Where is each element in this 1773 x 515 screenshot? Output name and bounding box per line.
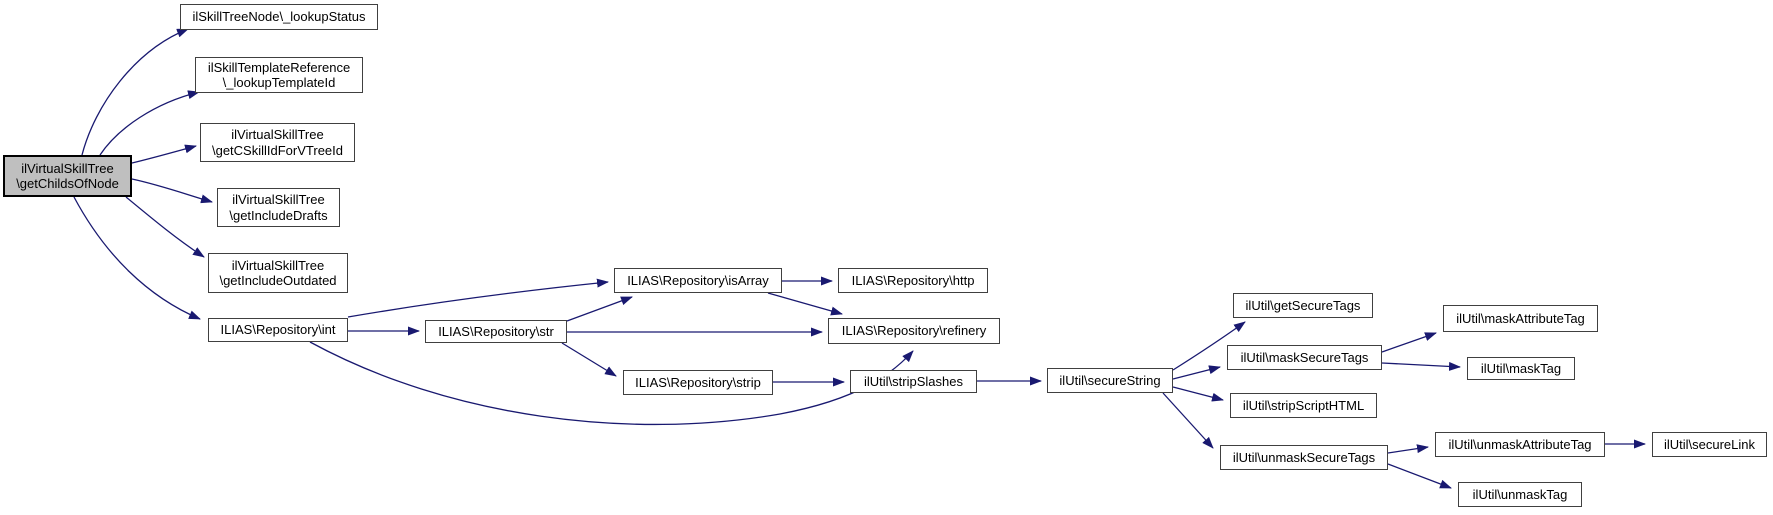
edge-getChildsOfNode-to-int (73, 196, 201, 320)
graph-node-getChildsOfNode[interactable]: ilVirtualSkillTree\getChildsOfNode (3, 155, 132, 197)
edge-unmaskSecureTags-to-unmaskTag (1387, 463, 1452, 489)
edge-str-to-strip (561, 342, 617, 377)
graph-node-label: ilUtil\secureString (1059, 372, 1161, 388)
graph-node-getIncludeOutdated[interactable]: ilVirtualSkillTree\getIncludeOutdated (208, 253, 348, 293)
graph-node-label: ilVirtualSkillTree (21, 160, 114, 176)
graph-node-label: ilUtil\unmaskAttributeTag (1448, 436, 1592, 452)
graph-node-label: ILIAS\Repository\strip (635, 374, 761, 390)
graph-node-maskTag[interactable]: ilUtil\maskTag (1467, 357, 1575, 380)
graph-node-maskSecureTags[interactable]: ilUtil\maskSecureTags (1227, 345, 1382, 370)
edge-isArray-to-refinery (767, 292, 843, 316)
graph-node-str[interactable]: ILIAS\Repository\str (425, 320, 567, 343)
edge-getChildsOfNode-to-getCSkillIdForVTreeId (131, 144, 197, 164)
graph-node-label: \_lookupTemplateId (222, 75, 336, 90)
graph-node-refinery[interactable]: ILIAS\Repository\refinery (828, 318, 1000, 344)
edge-unmaskSecureTags-to-unmaskAttributeTag (1387, 444, 1429, 454)
graph-node-int[interactable]: ILIAS\Repository\int (208, 318, 348, 342)
graph-node-label: ILIAS\Repository\isArray (627, 272, 769, 288)
graph-node-stripScriptHTML[interactable]: ilUtil\stripScriptHTML (1230, 393, 1377, 418)
edge-secureString-to-unmaskSecureTags (1162, 392, 1214, 449)
graph-node-unmaskSecureTags[interactable]: ilUtil\unmaskSecureTags (1220, 445, 1388, 470)
edge-maskSecureTags-to-maskAttributeTag (1381, 332, 1437, 353)
graph-node-label: ilUtil\unmaskTag (1472, 486, 1568, 502)
edge-int-to-isArray (347, 278, 609, 318)
graph-node-label: \getIncludeDrafts (229, 207, 328, 223)
edge-int-to-refinery (309, 341, 914, 426)
graph-node-label: ilUtil\maskSecureTags (1240, 349, 1369, 365)
edge-maskSecureTags-to-maskTag (1381, 361, 1461, 371)
graph-node-stripSlashes[interactable]: ilUtil\stripSlashes (850, 370, 977, 393)
graph-node-label: ilVirtualSkillTree (231, 127, 324, 142)
graph-node-getSecureTags[interactable]: ilUtil\getSecureTags (1233, 293, 1373, 318)
graph-node-label: ilUtil\maskTag (1480, 360, 1562, 376)
graph-node-lookupTemplateId[interactable]: ilSkillTemplateReference\_lookupTemplate… (195, 57, 363, 93)
graph-node-label: ilSkillTreeNode\_lookupStatus (192, 9, 366, 25)
graph-node-label: ilUtil\unmaskSecureTags (1232, 449, 1376, 465)
graph-node-label: \getChildsOfNode (16, 176, 119, 191)
graph-node-label: ilVirtualSkillTree (231, 257, 325, 273)
graph-node-getIncludeDrafts[interactable]: ilVirtualSkillTree\getIncludeDrafts (217, 188, 340, 227)
edge-secureString-to-maskSecureTags (1172, 365, 1221, 380)
graph-node-label: \getCSkillIdForVTreeId (211, 142, 343, 158)
graph-node-label: ilUtil\maskAttributeTag (1456, 310, 1585, 326)
graph-node-label: ILIAS\Repository\str (438, 323, 554, 339)
edge-getChildsOfNode-to-getIncludeOutdated (125, 196, 205, 258)
graph-node-label: ILIAS\Repository\refinery (841, 323, 987, 339)
graph-node-isArray[interactable]: ILIAS\Repository\isArray (614, 268, 782, 293)
edge-getChildsOfNode-to-lookupStatus (81, 28, 189, 156)
graph-node-label: ilUtil\getSecureTags (1245, 297, 1361, 313)
edge-getChildsOfNode-to-lookupTemplateId (99, 90, 200, 156)
graph-node-label: ilUtil\stripSlashes (864, 373, 963, 389)
graph-node-getCSkillIdForVTreeId[interactable]: ilVirtualSkillTree\getCSkillIdForVTreeId (200, 123, 355, 162)
graph-node-label: ilVirtualSkillTree (232, 192, 325, 207)
graph-node-label: ilSkillTemplateReference (207, 59, 351, 75)
graph-node-maskAttributeTag[interactable]: ilUtil\maskAttributeTag (1443, 305, 1598, 332)
graph-node-unmaskTag[interactable]: ilUtil\unmaskTag (1458, 482, 1582, 507)
graph-node-strip[interactable]: ILIAS\Repository\strip (623, 370, 773, 395)
graph-node-secureLink[interactable]: ilUtil\secureLink (1652, 432, 1767, 457)
edge-str-to-isArray (566, 296, 633, 322)
graph-node-lookupStatus[interactable]: ilSkillTreeNode\_lookupStatus (180, 4, 378, 30)
graph-node-http[interactable]: ILIAS\Repository\http (838, 268, 988, 293)
graph-node-label: ILIAS\Repository\int (220, 322, 336, 338)
graph-node-unmaskAttributeTag[interactable]: ilUtil\unmaskAttributeTag (1435, 432, 1605, 457)
graph-node-label: ilUtil\secureLink (1663, 436, 1756, 452)
graph-node-label: \getIncludeOutdated (219, 273, 337, 288)
graph-node-label: ILIAS\Repository\http (851, 272, 975, 288)
edge-secureString-to-stripScriptHTML (1172, 386, 1224, 402)
graph-node-secureString[interactable]: ilUtil\secureString (1047, 368, 1173, 393)
edge-getChildsOfNode-to-getIncludeDrafts (131, 178, 213, 204)
graph-node-label: ilUtil\stripScriptHTML (1242, 397, 1365, 413)
